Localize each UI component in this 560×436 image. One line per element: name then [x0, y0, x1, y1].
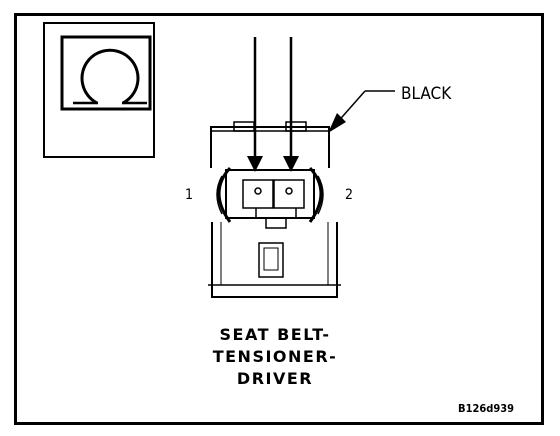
connector-color-label: BLACK — [401, 84, 452, 104]
diagram-title: SEAT BELT- TENSIONER- DRIVER — [213, 325, 338, 388]
outer-frame — [14, 13, 544, 425]
connector-body — [208, 121, 341, 298]
color-callout: BLACK — [328, 84, 452, 133]
figure-code: B126d939 — [458, 402, 514, 415]
wires — [253, 37, 293, 158]
title-line-2: TENSIONER- — [213, 347, 338, 366]
terminal-cavity-1 — [254, 187, 262, 195]
terminal-cavity-2 — [285, 187, 293, 195]
connector-face-inset — [43, 22, 155, 158]
wire-arrow-right — [283, 156, 299, 172]
pin-label-1: 1 — [185, 187, 193, 203]
title-line-3: DRIVER — [237, 369, 313, 388]
title-line-1: SEAT BELT- — [220, 325, 331, 344]
wire-arrow-left — [247, 156, 263, 172]
pin-label-2: 2 — [345, 187, 353, 203]
connector-face-ring — [80, 48, 140, 105]
